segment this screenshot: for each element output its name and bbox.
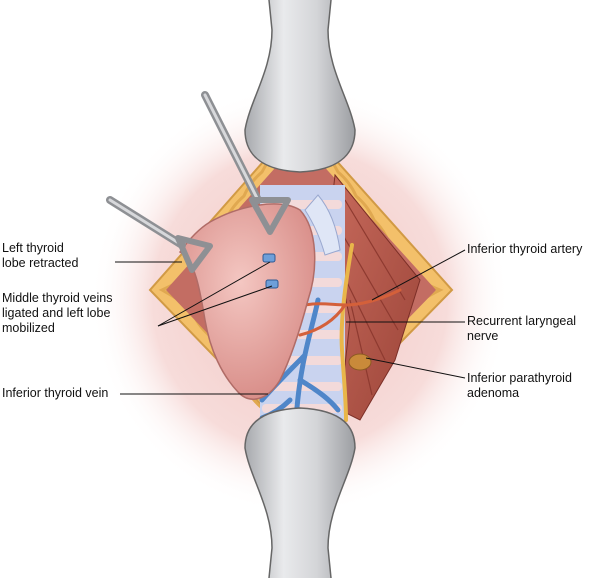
bottom-retractor	[244, 407, 356, 578]
fascia	[304, 194, 341, 256]
label-inferior-parathyroid-adenoma: Inferior parathyroid adenoma	[467, 371, 572, 401]
incision-scallop-left	[158, 126, 301, 440]
forceps-lower	[106, 196, 213, 273]
label-line: lobe retracted	[2, 256, 79, 270]
parathyroid-adenoma-shape	[348, 353, 372, 371]
label-left-thyroid-lobe: Left thyroid lobe retracted	[2, 241, 78, 271]
forceps-upper	[201, 91, 291, 235]
label-line: adenoma	[467, 386, 520, 400]
label-line: Inferior parathyroid	[467, 371, 572, 385]
label-line: mobilized	[2, 321, 55, 335]
label-inferior-thyroid-artery: Inferior thyroid artery	[467, 242, 582, 257]
label-line: Recurrent laryngeal	[467, 314, 577, 328]
recurrent-laryngeal-nerve-path	[339, 243, 354, 422]
inferior-thyroid-vein-vessels	[259, 297, 341, 423]
label-inferior-thyroid-vein: Inferior thyroid vein	[2, 386, 108, 401]
label-line: Inferior thyroid artery	[467, 242, 583, 256]
label-line: Left thyroid	[2, 241, 64, 255]
label-line: ligated and left lobe	[2, 306, 111, 320]
muscle-fibers	[335, 199, 406, 396]
leader-lines	[115, 249, 466, 395]
ligature-clip-lower	[265, 279, 279, 289]
label-recurrent-laryngeal-nerve: Recurrent laryngeal nerve	[467, 314, 576, 344]
label-line: Inferior thyroid vein	[2, 386, 109, 400]
top-retractor	[244, 0, 356, 173]
label-line: Middle thyroid veins	[2, 291, 113, 305]
label-line: nerve	[467, 329, 499, 343]
ligature-clip-upper	[262, 253, 276, 263]
label-middle-thyroid-veins: Middle thyroid veins ligated and left lo…	[2, 291, 112, 336]
